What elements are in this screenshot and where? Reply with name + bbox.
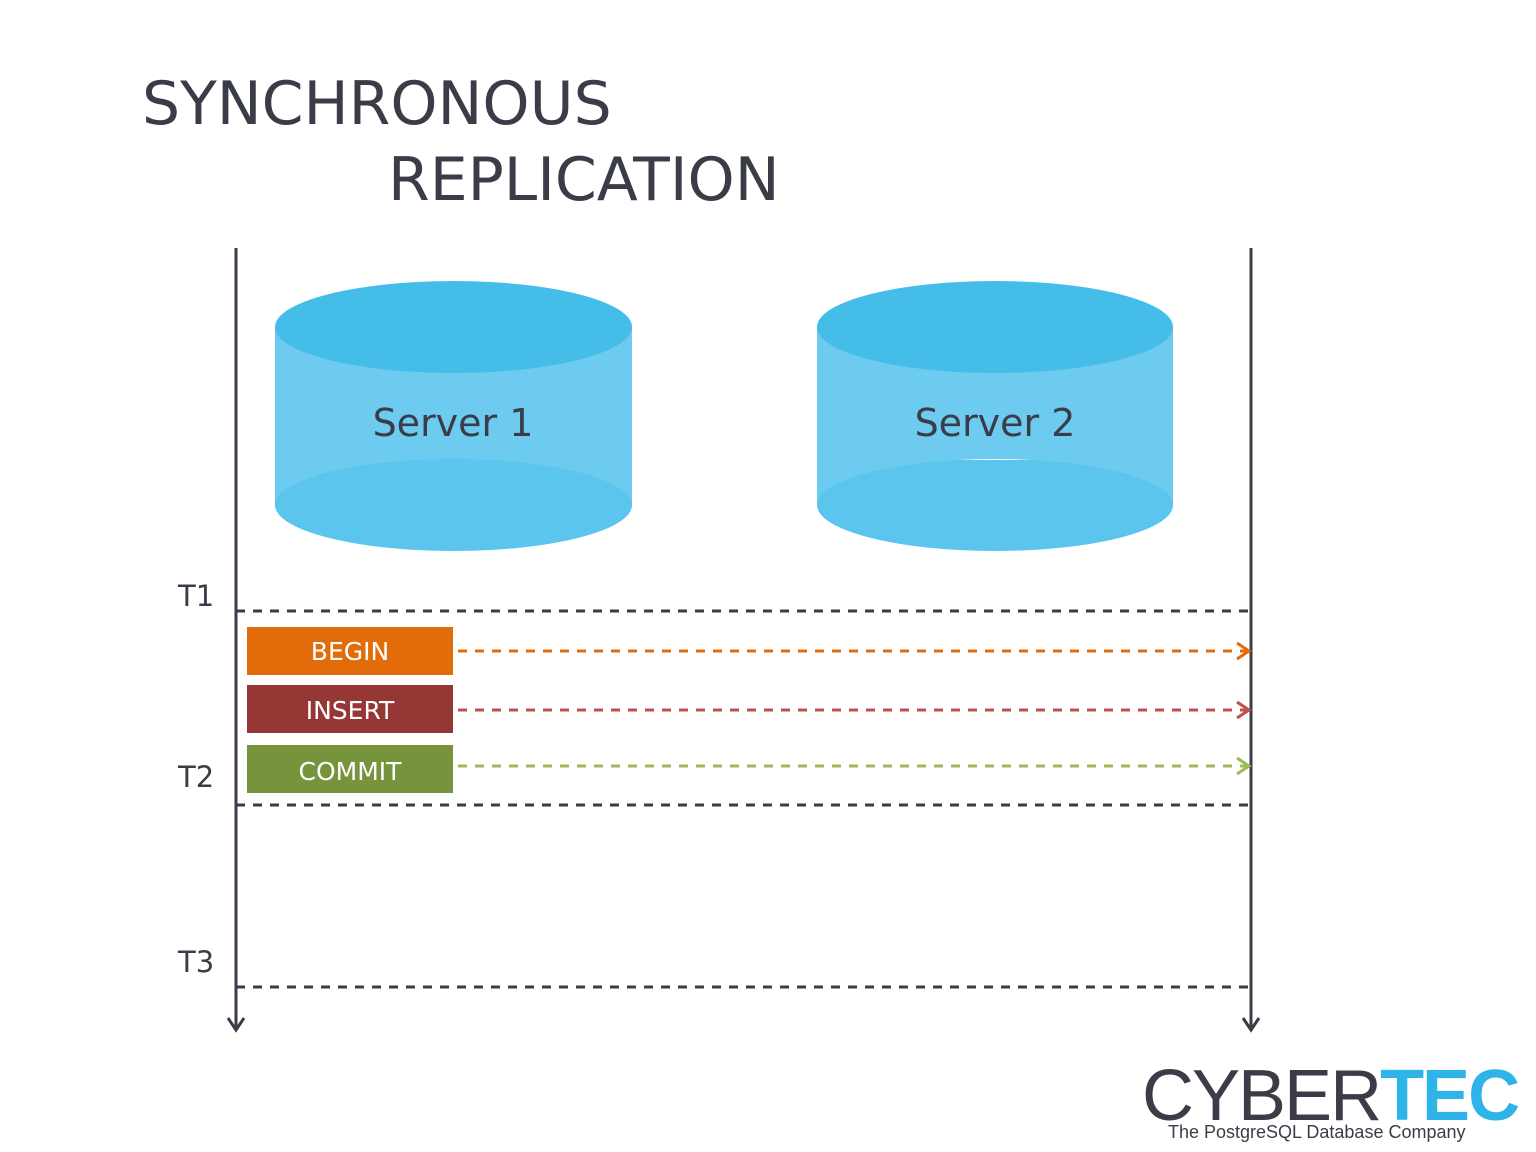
operation-insert-box <box>247 685 453 733</box>
operation-begin-arrowhead <box>1236 641 1252 661</box>
server-2-cylinder-upper-fill <box>817 327 1173 505</box>
operation-insert-label: INSERT <box>306 696 395 725</box>
diagram-title-line-2: REPLICATION <box>388 145 780 215</box>
logo-word-part-1: CYBER <box>1142 1056 1382 1136</box>
time-marker-t2-label: T2 <box>177 760 214 794</box>
logo-word-part-2: TEC <box>1380 1056 1520 1136</box>
server-1-cylinder-upper-fill <box>275 327 632 505</box>
operation-commit-arrowhead <box>1236 756 1252 776</box>
operation-begin-label: BEGIN <box>311 637 389 666</box>
server-2-cylinder-top <box>817 281 1173 373</box>
diagram-title-line-1: SYNCHRONOUS <box>142 69 612 139</box>
server-1-label: Server 1 <box>373 401 534 445</box>
timeline-arrowhead-left <box>226 1017 246 1033</box>
server-2-label: Server 2 <box>915 401 1076 445</box>
server-2-cylinder-lower-curve <box>817 460 1173 551</box>
server-1-cylinder-top <box>275 281 632 373</box>
server-2-cylinder: Server 2 <box>817 281 1173 551</box>
operation-insert-arrowhead <box>1236 700 1252 720</box>
timeline-arrowhead-right <box>1241 1017 1261 1033</box>
time-marker-t1-label: T1 <box>177 579 214 613</box>
operation-begin-box <box>247 627 453 675</box>
time-marker-t3-label: T3 <box>177 945 214 979</box>
logo-tagline: The PostgreSQL Database Company <box>1168 1122 1466 1142</box>
operation-commit-label: COMMIT <box>299 757 403 786</box>
logo-wordmark: CYBERTEC <box>1142 1060 1520 1132</box>
operation-commit-box <box>247 745 453 793</box>
server-1-cylinder: Server 1 <box>275 281 632 551</box>
cybertec-logo: CYBERTEC The PostgreSQL Database Company <box>1142 1060 1520 1150</box>
